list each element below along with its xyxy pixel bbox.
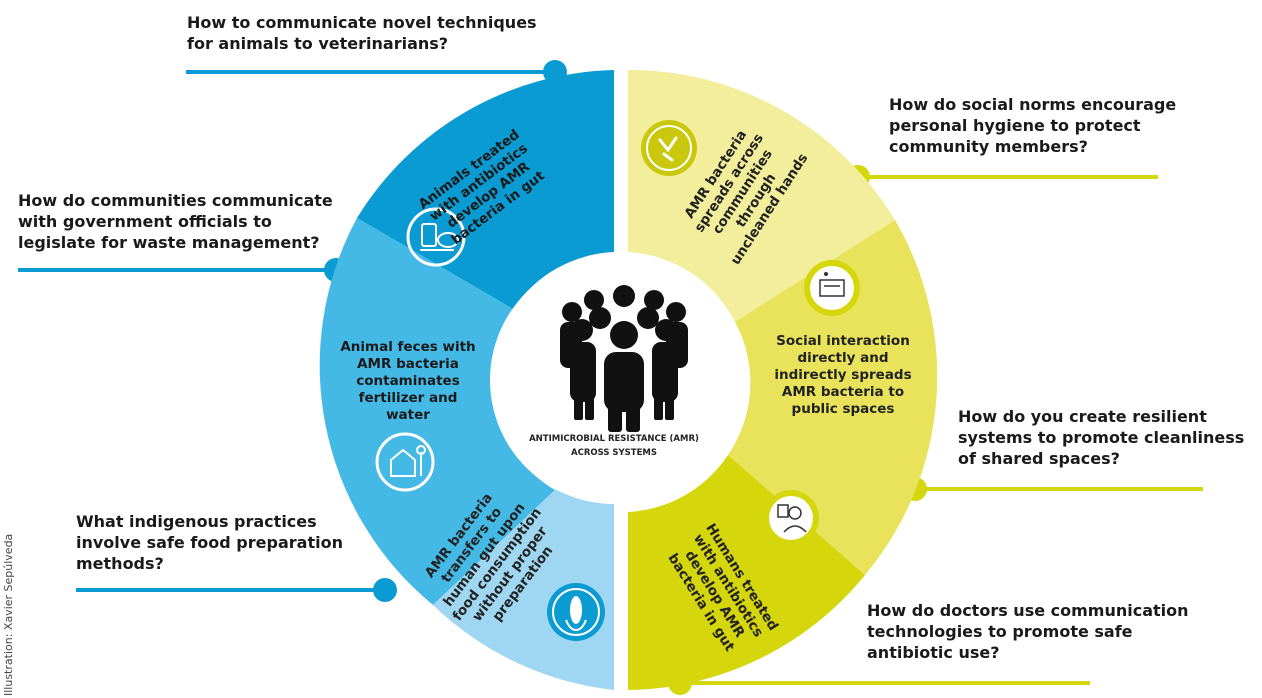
doctor-icon — [763, 490, 819, 546]
segment-humans-treated — [628, 455, 865, 690]
hands-icon — [641, 120, 697, 176]
svg-text:AMR bacteria: AMR bacteria — [357, 356, 459, 372]
corn-icon — [547, 583, 605, 641]
segment-text-social-interaction: Social interaction directly and indirect… — [774, 333, 911, 417]
question-veterinarians: How to communicate novel techniques for … — [187, 13, 537, 53]
farm-icon — [375, 432, 435, 492]
public-building-icon — [804, 260, 860, 316]
question-doctors: How do doctors use communication technol… — [867, 601, 1189, 662]
svg-text:contaminates: contaminates — [356, 373, 460, 389]
svg-text:Social interaction: Social interaction — [776, 333, 910, 349]
segment-uncleaned-hands — [628, 69, 895, 323]
question-waste-management: How do communities communicate with gove… — [18, 191, 333, 252]
question-indigenous-practices: What indigenous practices involve safe f… — [76, 512, 343, 573]
svg-text:Animal feces with: Animal feces with — [340, 339, 475, 355]
center-title-line2: ACROSS SYSTEMS — [571, 448, 657, 458]
svg-text:water: water — [386, 407, 430, 423]
segment-text-animal-feces: Animal feces with AMR bacteria contamina… — [340, 339, 475, 423]
svg-text:AMR bacteria to: AMR bacteria to — [782, 384, 904, 400]
svg-text:public spaces: public spaces — [792, 401, 895, 417]
segment-animal-feces — [319, 218, 555, 605]
crowd-icon — [560, 285, 688, 432]
livestock-medicine-icon — [406, 207, 466, 267]
question-resilient-systems: How do you create resilient systems to p… — [958, 407, 1245, 468]
segment-social-interaction — [728, 220, 938, 575]
svg-text:indirectly spreads: indirectly spreads — [774, 367, 911, 383]
center-title-line1: ANTIMICROBIAL RESISTANCE (AMR) — [529, 434, 699, 444]
connector-dot-q3 — [373, 578, 397, 602]
question-social-norms: How do social norms encourage personal h… — [889, 95, 1177, 156]
svg-text:directly and: directly and — [797, 350, 888, 366]
svg-text:fertilizer and: fertilizer and — [359, 390, 458, 406]
